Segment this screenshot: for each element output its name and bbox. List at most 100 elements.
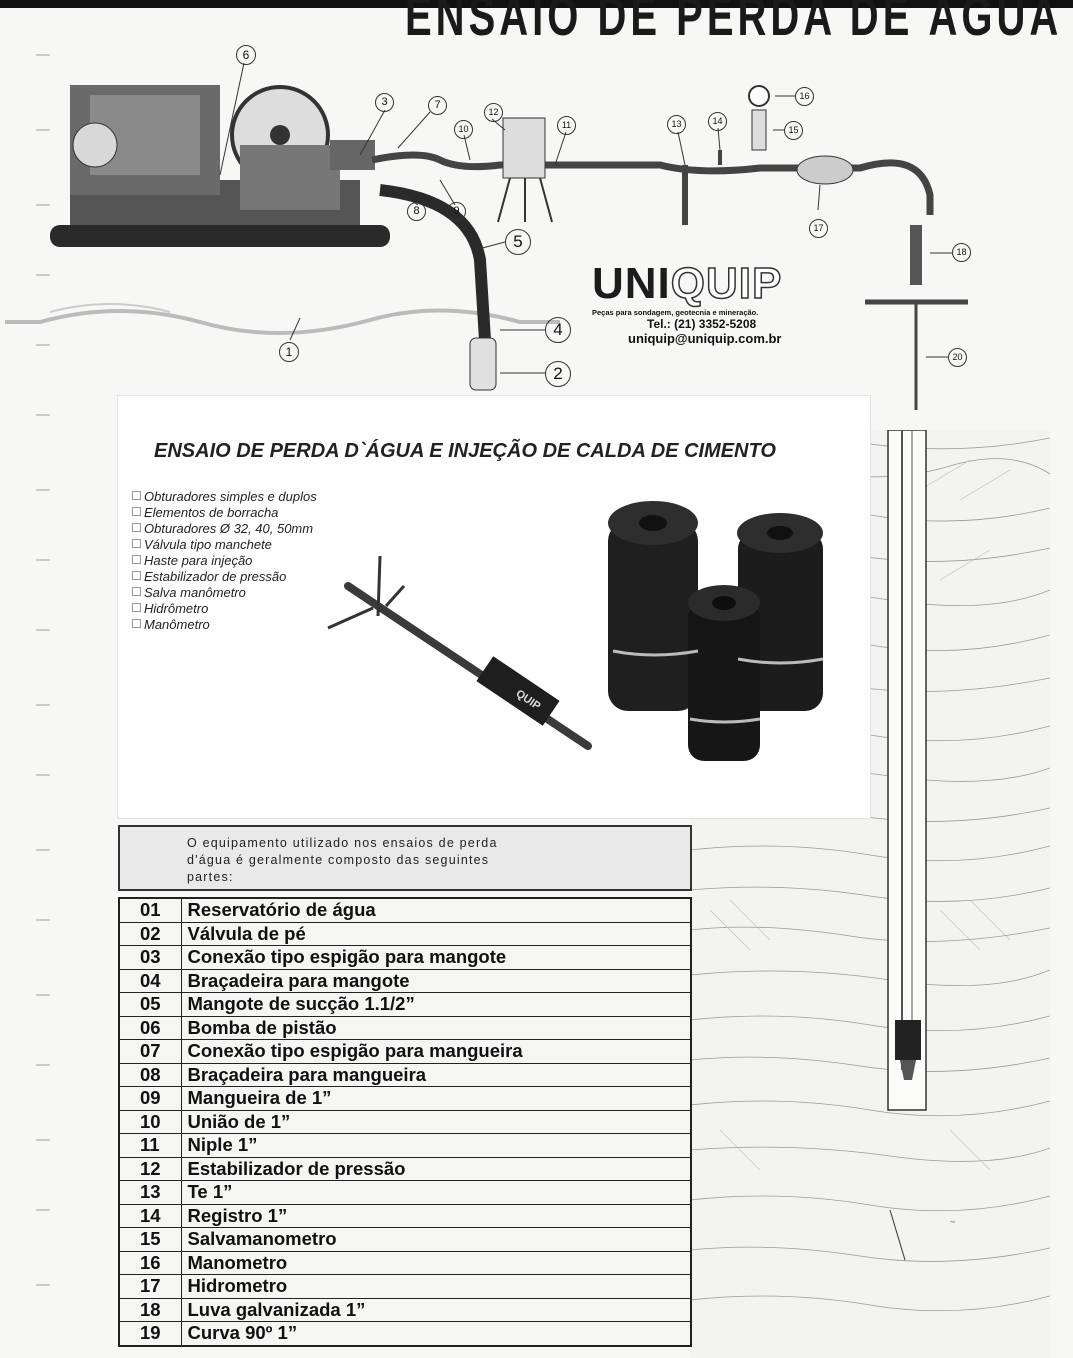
callout-2: 2 — [545, 361, 571, 387]
callout-18: 18 — [952, 243, 971, 262]
part-name: Conexão tipo espigão para mangote — [180, 945, 692, 970]
logo-brand-part2: QUIP — [670, 259, 783, 308]
part-name: Mangueira de 1” — [180, 1086, 692, 1111]
callout-10: 10 — [454, 120, 473, 139]
logo-phone: Tel.: (21) 3352-5208 — [647, 317, 757, 331]
page-title: ENSAIO DE PERDA DE ÁGUA — [405, 0, 1063, 48]
list-item-label: Válvula tipo manchete — [144, 537, 272, 552]
list-item-label: Manômetro — [144, 617, 210, 632]
part-number: 11 — [118, 1133, 182, 1158]
part-name: Bomba de pistão — [180, 1015, 692, 1040]
callout-17: 17 — [809, 219, 828, 238]
part-number: 10 — [118, 1109, 182, 1134]
part-name: Hidrometro — [180, 1274, 692, 1299]
part-name: Curva 90º 1” — [180, 1321, 692, 1346]
list-item-label: Haste para injeção — [144, 553, 253, 568]
checkbox-icon — [132, 571, 141, 580]
callout-5: 5 — [505, 229, 531, 255]
part-name: Braçadeira para mangueira — [180, 1062, 692, 1087]
part-number: 04 — [118, 968, 182, 993]
part-number: 02 — [118, 921, 182, 946]
intro-text: O equipamento utilizado nos ensaios de p… — [187, 836, 498, 884]
list-item-label: Obturadores Ø 32, 40, 50mm — [144, 521, 314, 536]
callout-16: 16 — [795, 87, 814, 106]
checkbox-icon — [132, 507, 141, 516]
part-name: Braçadeira para mangote — [180, 968, 692, 993]
list-item: Elementos de borracha — [132, 505, 317, 521]
part-name: Te 1” — [180, 1180, 692, 1205]
top-border — [0, 0, 1073, 8]
checkbox-icon — [132, 619, 141, 628]
part-name: Registro 1” — [180, 1203, 692, 1228]
part-number: 05 — [118, 992, 182, 1017]
callout-6: 6 — [236, 45, 256, 65]
callout-13: 13 — [667, 115, 686, 134]
list-item: Válvula tipo manchete — [132, 537, 317, 553]
checkbox-icon — [132, 523, 141, 532]
margin-ticks — [36, 54, 50, 1286]
part-number: 01 — [118, 897, 182, 923]
callout-9: 9 — [447, 202, 466, 221]
part-name: Mangote de sucção 1.1/2” — [180, 992, 692, 1017]
part-number: 17 — [118, 1274, 182, 1299]
logo-wordmark: UNIQUIP — [592, 259, 842, 308]
list-item: Obturadores simples e duplos — [132, 489, 317, 505]
part-name: Niple 1” — [180, 1133, 692, 1158]
part-name: Estabilizador de pressão — [180, 1156, 692, 1181]
callout-12: 12 — [484, 103, 503, 122]
part-name: Salvamanometro — [180, 1227, 692, 1252]
part-number: 16 — [118, 1250, 182, 1275]
list-item-label: Estabilizador de pressão — [144, 569, 287, 584]
callout-3: 3 — [375, 93, 394, 112]
list-item: Salva manômetro — [132, 585, 317, 601]
part-number: 18 — [118, 1297, 182, 1322]
list-item-label: Salva manômetro — [144, 585, 246, 600]
part-name: União de 1” — [180, 1109, 692, 1134]
list-item: Estabilizador de pressão — [132, 569, 317, 585]
part-number: 06 — [118, 1015, 182, 1040]
part-number: 14 — [118, 1203, 182, 1228]
part-number: 09 — [118, 1086, 182, 1111]
list-item: Hidrômetro — [132, 601, 317, 617]
list-item: Obturadores Ø 32, 40, 50mm — [132, 521, 317, 537]
part-number: 19 — [118, 1321, 182, 1346]
callout-15: 15 — [784, 121, 803, 140]
part-number: 08 — [118, 1062, 182, 1087]
uniquip-logo: UNIQUIP Peças para sondagem, geotecnia e… — [592, 259, 842, 346]
callout-11: 11 — [557, 116, 576, 135]
rubber-elements-image — [608, 501, 824, 761]
callout-14: 14 — [708, 112, 727, 131]
checkbox-icon — [132, 539, 141, 548]
list-item: Manômetro — [132, 617, 317, 633]
panel-heading: ENSAIO DE PERDA D`ÁGUA E INJEÇÃO DE CALD… — [154, 440, 776, 462]
callout-20: 20 — [948, 348, 967, 367]
part-number: 15 — [118, 1227, 182, 1252]
list-item-label: Obturadores simples e duplos — [144, 489, 317, 504]
svg-text:~: ~ — [950, 1217, 955, 1227]
part-name: Reservatório de água — [180, 897, 692, 923]
callout-1: 1 — [279, 342, 299, 362]
list-item-label: Hidrômetro — [144, 601, 209, 616]
list-item-label: Elementos de borracha — [144, 505, 279, 520]
part-number: 13 — [118, 1180, 182, 1205]
logo-email: uniquip@uniquip.com.br — [628, 331, 782, 346]
checkbox-icon — [132, 555, 141, 564]
callout-4: 4 — [545, 317, 571, 343]
list-item: Haste para injeção — [132, 553, 317, 569]
